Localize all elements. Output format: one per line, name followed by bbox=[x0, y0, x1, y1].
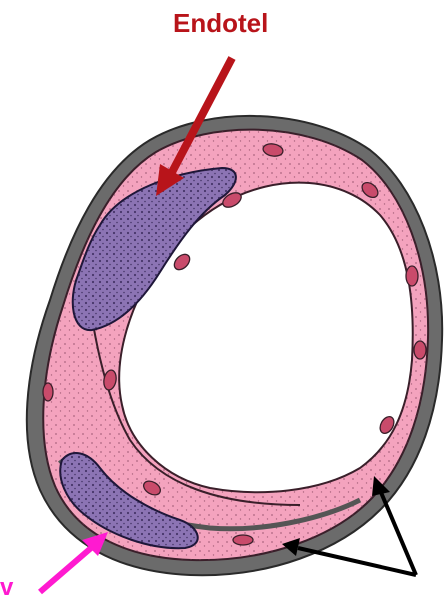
partial-label-arrow bbox=[40, 532, 108, 592]
endotel-label: Endotel bbox=[173, 8, 268, 39]
partial-bottom-left-label: v bbox=[0, 574, 13, 602]
